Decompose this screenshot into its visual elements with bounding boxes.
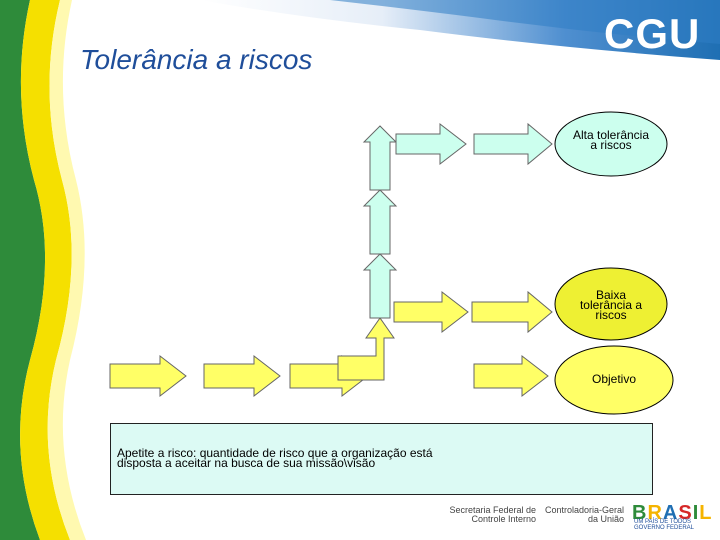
arrow-up-1 <box>362 253 398 319</box>
label-objective: Objetivo <box>591 372 637 386</box>
oval-low-tolerance <box>554 267 668 341</box>
arrow-middle-1 <box>393 290 469 334</box>
footer-controladoria: Controladoria-Geral da União <box>544 505 624 524</box>
top-blue-band-inner <box>330 0 720 44</box>
left-yellow-wave <box>20 0 72 540</box>
oval-objective <box>554 345 674 415</box>
arrow-bottom-4 <box>473 354 549 398</box>
label-high-tolerance: Alta tolerância a riscos <box>572 128 650 152</box>
left-light-wave <box>47 0 86 540</box>
arrow-bottom-2 <box>203 354 281 398</box>
brasil-logo: BRASIL <box>632 502 713 524</box>
oval-high-tolerance <box>554 111 668 177</box>
cgu-logo: CGU <box>604 10 701 57</box>
arrow-top-1 <box>395 122 467 166</box>
page-title: Tolerância a riscos <box>80 44 313 75</box>
arrow-top-2 <box>473 122 553 166</box>
left-green-wave <box>0 0 46 540</box>
brasil-subtitle-1: UM PAÍS DE TODOS <box>634 519 692 525</box>
footer-secretaria: Secretaria Federal de Controle Interno <box>449 505 536 524</box>
risk-appetite-note: Apetite a risco: quantidade de risco que… <box>110 423 653 495</box>
risk-appetite-text: Apetite a risco: quantidade de risco que… <box>117 446 433 470</box>
arrow-middle-2 <box>471 290 553 334</box>
arrow-up-3 <box>362 125 398 191</box>
arrow-up-2 <box>362 189 398 255</box>
arrow-bottom-1 <box>109 354 187 398</box>
brasil-subtitle-2: GOVERNO FEDERAL <box>634 525 695 531</box>
label-low-tolerance: Baixa tolerância a riscos <box>579 288 643 322</box>
arrow-turn-up <box>337 317 395 381</box>
brasil-subtitle: UM PAÍS DE TODOS GOVERNO FEDERAL <box>634 519 694 531</box>
